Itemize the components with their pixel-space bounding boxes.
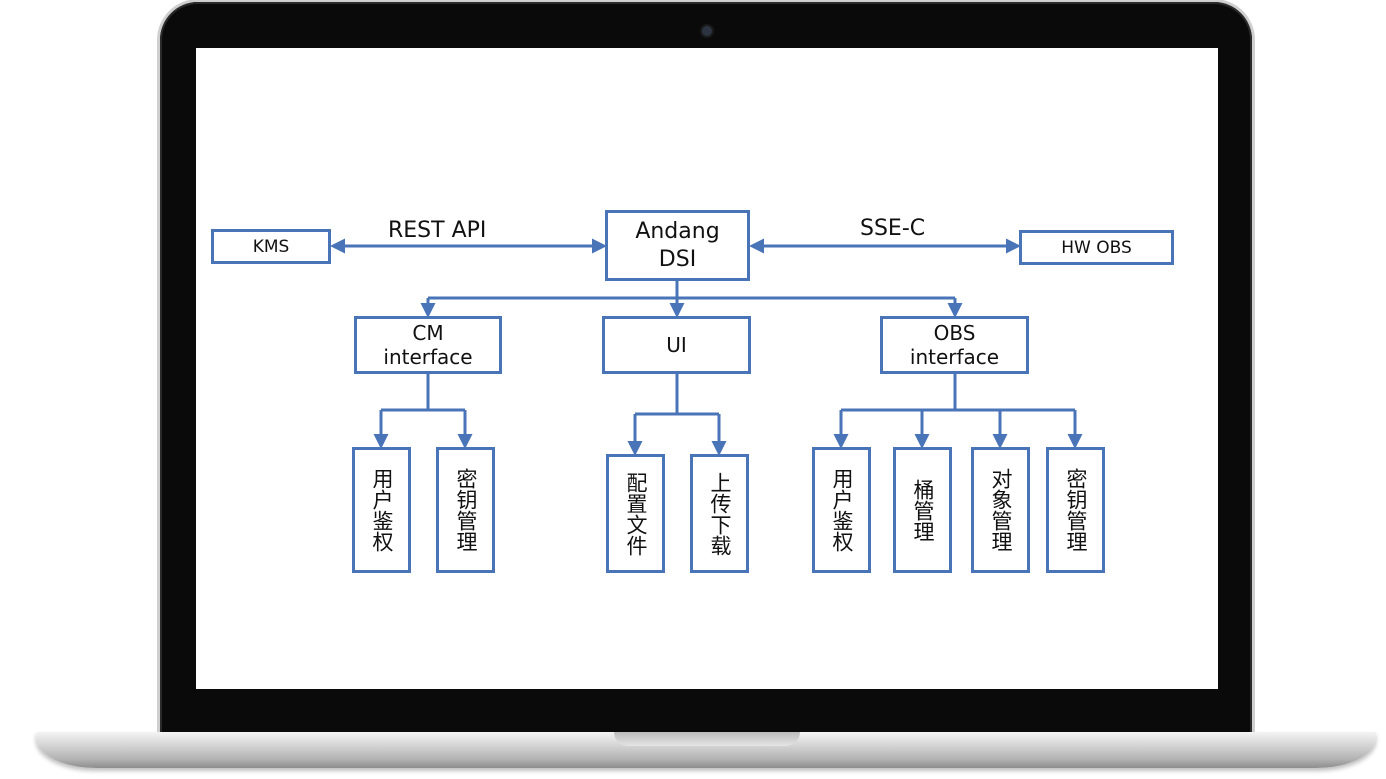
obs-label-line2: interface: [909, 345, 1000, 369]
cm-user-auth-label: 用户鉴权: [370, 468, 394, 552]
ui-upload-download-label: 上传下载: [708, 471, 732, 556]
cm-label-line2: interface: [383, 345, 473, 369]
obs-user-auth-label: 用户鉴权: [830, 468, 854, 552]
obs-key-management-label: 密钥管理: [1064, 468, 1088, 552]
obs-object-management-node: 对象管理: [971, 447, 1030, 573]
obs-user-auth-node: 用户鉴权: [812, 447, 871, 573]
kms-node: KMS: [211, 229, 331, 264]
dsi-label-line1: Andang: [635, 218, 720, 244]
cm-key-management-node: 密钥管理: [436, 447, 495, 573]
camera-icon: [702, 26, 712, 36]
obs-interface-node: OBS interface: [880, 316, 1029, 374]
obs-key-management-node: 密钥管理: [1046, 447, 1105, 573]
sse-c-label: SSE-C: [860, 216, 926, 241]
ui-node: UI: [602, 316, 751, 374]
cm-label-line1: CM: [412, 321, 444, 345]
ui-upload-download-node: 上传下载: [690, 454, 749, 573]
kms-label: KMS: [252, 236, 290, 257]
hw-obs-label: HW OBS: [1061, 237, 1132, 258]
cm-interface-node: CM interface: [354, 316, 502, 374]
obs-bucket-management-label: 桶管理: [911, 478, 935, 542]
rest-api-label: REST API: [388, 218, 487, 243]
ui-config-file-label: 配置文件: [624, 471, 648, 556]
dsi-label-line2: DSI: [658, 246, 697, 272]
cm-key-management-label: 密钥管理: [454, 468, 478, 552]
obs-bucket-management-node: 桶管理: [893, 447, 952, 573]
laptop-notch: [614, 732, 800, 746]
ui-label: UI: [666, 333, 687, 357]
obs-object-management-label: 对象管理: [989, 468, 1013, 552]
hw-obs-node: HW OBS: [1019, 230, 1174, 265]
cm-user-auth-node: 用户鉴权: [352, 447, 411, 573]
obs-label-line1: OBS: [933, 321, 976, 345]
andang-dsi-node: Andang DSI: [605, 210, 750, 281]
ui-config-file-node: 配置文件: [606, 454, 665, 573]
